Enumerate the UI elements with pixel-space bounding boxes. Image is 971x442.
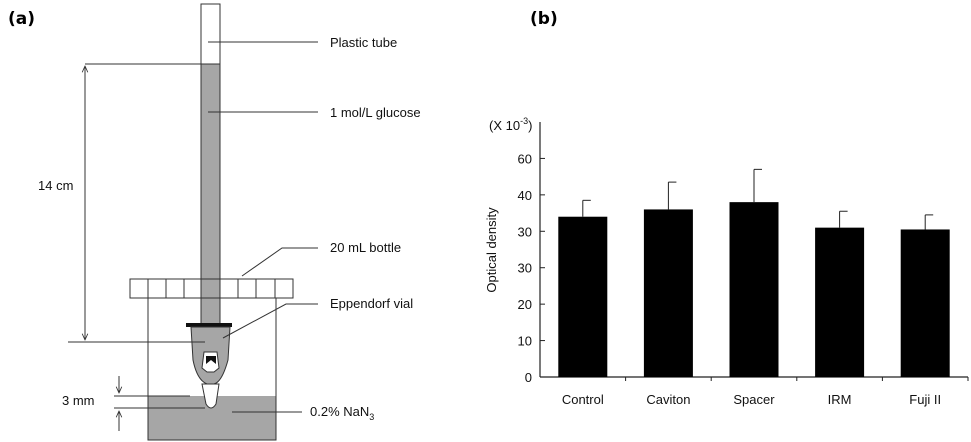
x-tick-label: Spacer xyxy=(733,392,775,407)
panel-a-label: (a) xyxy=(8,9,35,29)
bar xyxy=(558,216,608,377)
label-plastic-tube: Plastic tube xyxy=(330,35,397,50)
bar xyxy=(643,209,693,377)
y-tick-label: 40 xyxy=(518,188,532,203)
unit-prefix: (X 10 xyxy=(489,118,520,133)
tooth-sample xyxy=(206,356,216,364)
bar xyxy=(815,227,865,377)
unit-suffix: ) xyxy=(528,118,532,133)
panel-a: (a) xyxy=(8,3,421,441)
x-tick-label: Fuji II xyxy=(909,392,941,407)
bars xyxy=(558,168,950,377)
x-tick-labels: Control Caviton Spacer IRM Fuji II xyxy=(562,377,969,407)
dimension-3mm-label: 3 mm xyxy=(62,393,95,408)
label-nan3: 0.2% NaN3 xyxy=(310,404,374,422)
label-eppendorf: Eppendorf vial xyxy=(330,296,413,311)
y-tick-label: 0 xyxy=(525,370,532,385)
y-tick-label: 30 xyxy=(518,261,532,276)
tube-inner xyxy=(200,297,221,325)
y-axis-title: Optical density xyxy=(484,207,499,293)
x-tick-label: Control xyxy=(562,392,604,407)
panel-b: (b) (X 10-3) Optical density 0 10 20 30 30 40… xyxy=(484,9,969,407)
y-tick-label: 20 xyxy=(518,297,532,312)
unit-label: (X 10-3) xyxy=(489,116,532,133)
y-tick-label: 60 xyxy=(518,151,532,166)
callout-line-bottle xyxy=(241,247,318,277)
callout-line-eppendorf xyxy=(222,303,318,339)
y-tick-label: 30 xyxy=(518,224,532,239)
y-ticks: 0 10 20 30 30 40 60 xyxy=(518,151,545,385)
label-nan3-main: 0.2% NaN xyxy=(310,404,369,419)
label-nan3-sub: 3 xyxy=(369,412,374,422)
bar xyxy=(900,229,950,377)
x-tick-label: IRM xyxy=(828,392,852,407)
bar xyxy=(729,202,779,377)
x-tick-label: Caviton xyxy=(646,392,690,407)
eppendorf-insert xyxy=(201,351,220,373)
bottle-cap xyxy=(129,278,294,299)
y-tick-label: 10 xyxy=(518,334,532,349)
plastic-tube-empty xyxy=(200,3,221,65)
label-glucose: 1 mol/L glucose xyxy=(330,105,421,120)
panel-b-label: (b) xyxy=(530,9,558,29)
dimension-14cm-label: 14 cm xyxy=(38,178,73,193)
label-bottle: 20 mL bottle xyxy=(330,240,401,255)
vial-ring xyxy=(186,323,232,327)
unit-exponent: -3 xyxy=(520,116,528,126)
vial-tip xyxy=(201,383,220,409)
